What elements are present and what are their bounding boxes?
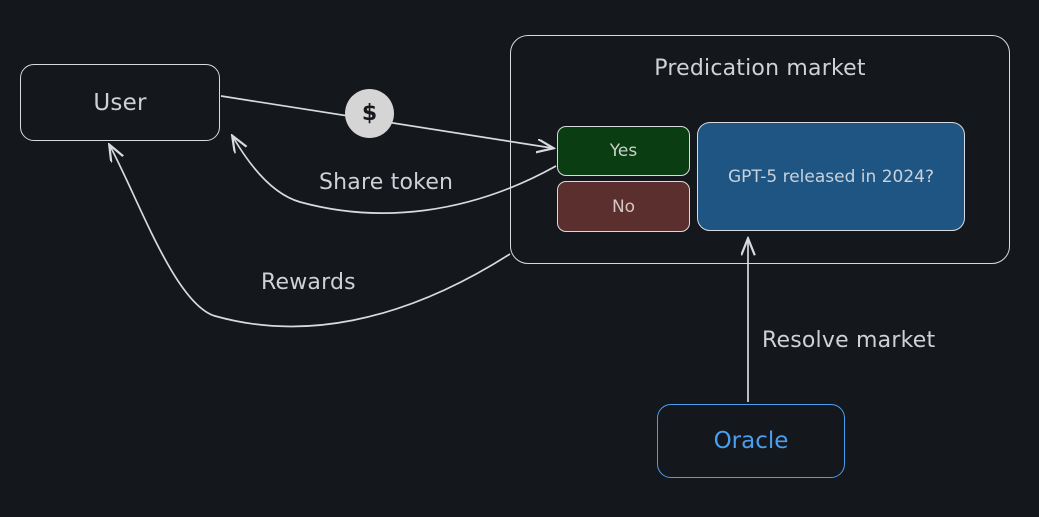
dollar-sign-glyph: $ <box>361 100 378 126</box>
node-user[interactable]: User <box>20 64 220 141</box>
dollar-coin-icon: $ <box>345 89 394 138</box>
edge-label-share-token: Share token <box>319 170 454 195</box>
edge-label-rewards: Rewards <box>261 270 356 295</box>
node-prediction-market[interactable] <box>510 35 1010 264</box>
node-outcome-no[interactable]: No <box>557 181 690 232</box>
edge-rewards <box>110 146 511 328</box>
node-market-question[interactable]: GPT-5 released in 2024? <box>697 122 965 231</box>
node-oracle-label: Oracle <box>713 428 789 454</box>
edge-label-resolve-market: Resolve market <box>762 328 936 353</box>
node-oracle[interactable]: Oracle <box>657 404 845 478</box>
node-outcome-no-label: No <box>611 196 636 217</box>
node-user-label: User <box>93 89 147 116</box>
edge-share-token <box>233 137 557 214</box>
node-outcome-yes-label: Yes <box>609 141 638 161</box>
prediction-market-title: Predication market <box>654 56 866 81</box>
node-market-question-label: GPT-5 released in 2024? <box>728 166 934 187</box>
node-outcome-yes[interactable]: Yes <box>557 126 690 176</box>
